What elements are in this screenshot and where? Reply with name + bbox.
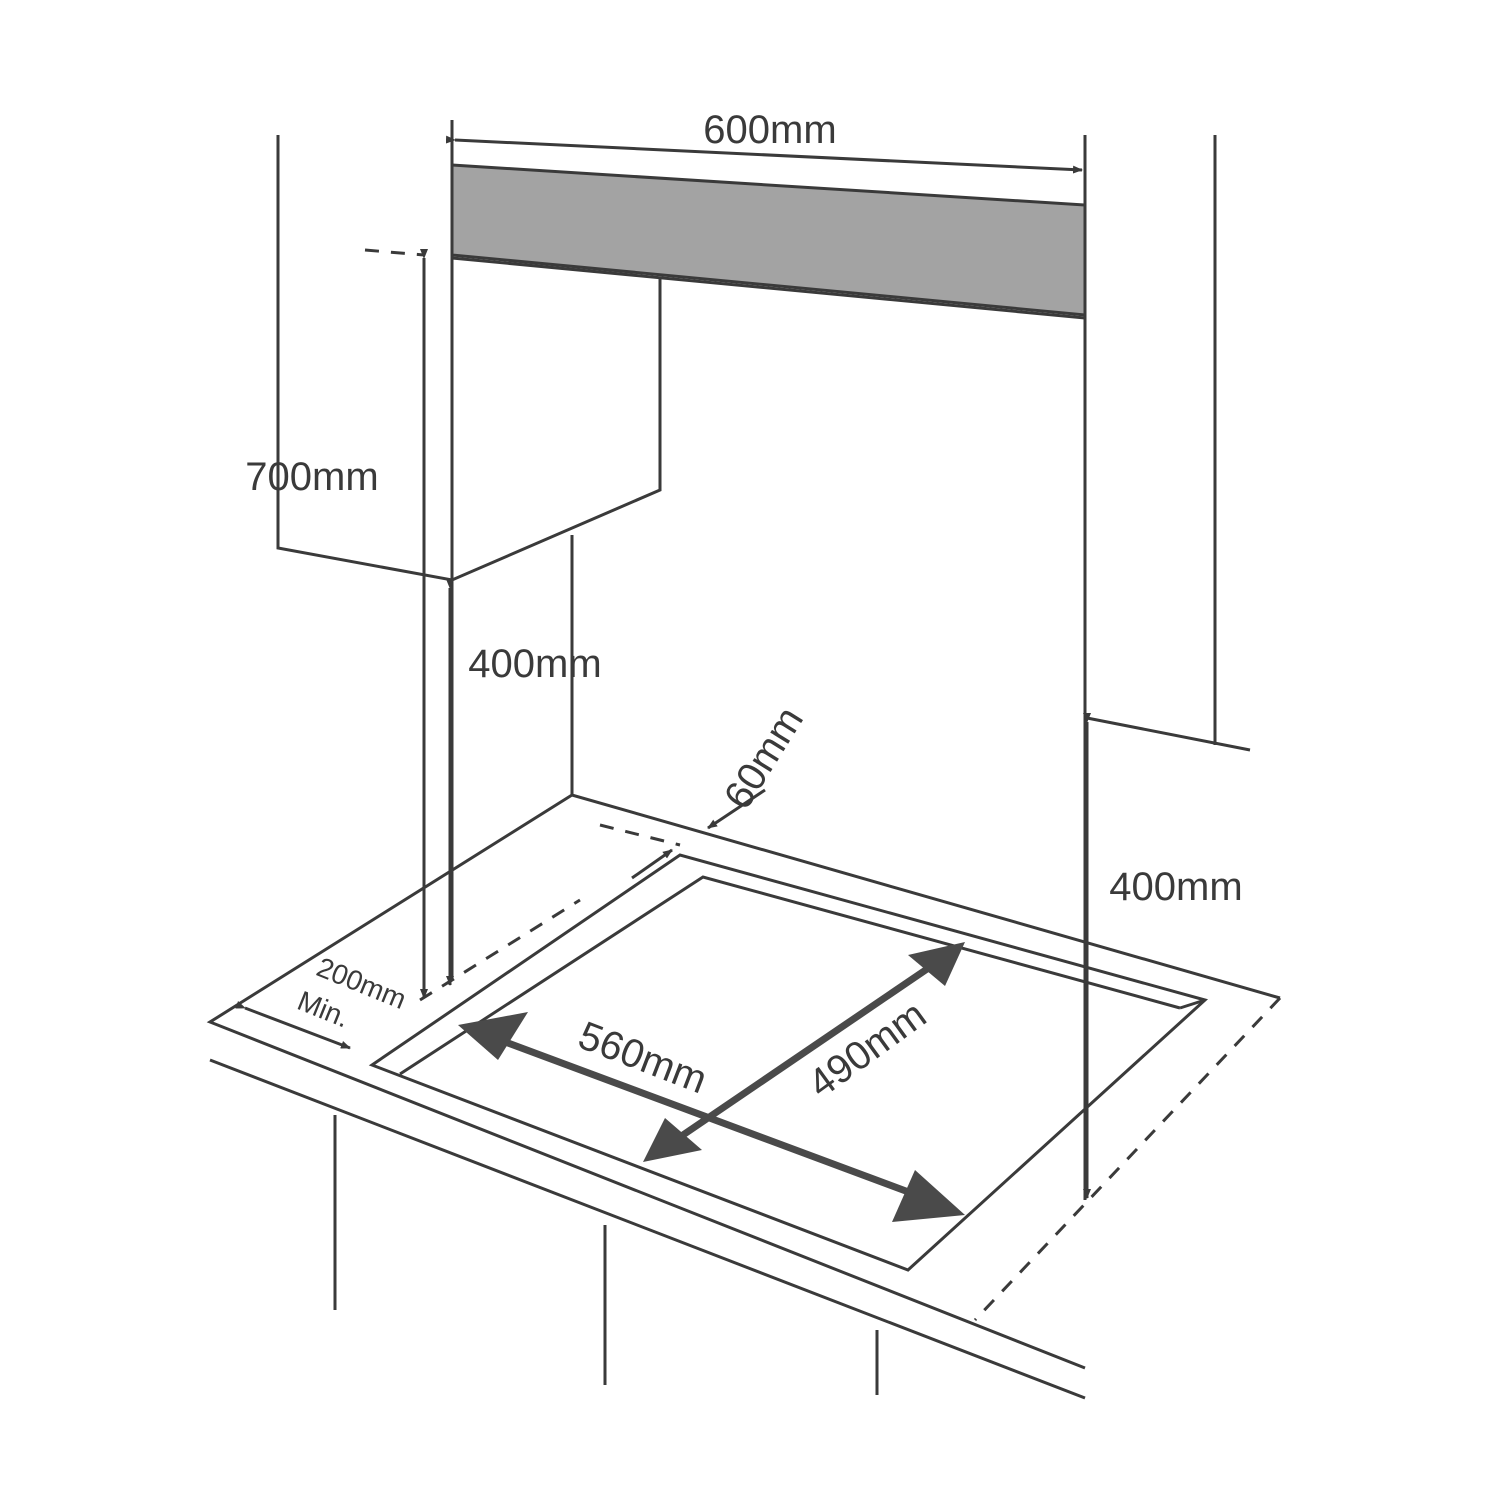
hob-cutout (368, 853, 1209, 1272)
back-gap-arrow-bottom (631, 848, 673, 880)
back-gap-arrow-top (707, 788, 766, 830)
cooker-hood (450, 163, 1087, 317)
left-clearance-label: 400mm (468, 642, 601, 686)
hood-width-label: 600mm (703, 108, 836, 152)
cutout-depth-arrow (643, 942, 965, 1162)
cutout-width-arrow (458, 1012, 965, 1222)
right-clearance-label: 400mm (1109, 865, 1242, 909)
back-gap-label: 60mm (716, 699, 812, 817)
hood-width-arrow (445, 135, 1083, 174)
cutout-width-label: 560mm (573, 1013, 713, 1102)
countertop (206, 793, 1282, 1400)
right-wall-cabinet (1083, 135, 1251, 1200)
side-clearance-arrow (235, 1001, 351, 1050)
hood-height-label: 700mm (245, 455, 378, 499)
